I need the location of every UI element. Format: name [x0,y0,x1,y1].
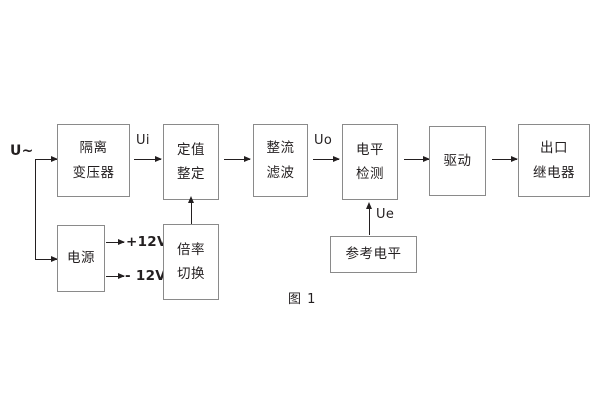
block-setting-value: 定值 整定 [163,124,219,200]
signal-label-uo: Uo [314,133,333,148]
block-output-relay-line1: 出口 [540,140,568,157]
block-setting-value-line2: 整定 [177,166,205,182]
block-setting-value-line1: 定值 [177,141,205,158]
block-output-relay: 出口 继电器 [518,124,590,197]
arrow-rectify-to-level-detect [313,156,340,163]
block-isolation-transformer: 隔离 变压器 [57,124,130,197]
arrow-rail-negative [106,273,125,280]
block-drive: 驱动 [429,126,486,196]
arrow-input-to-isolation-transformer [35,156,58,163]
arrow-reference-level-to-detect [365,202,372,235]
block-power-supply: 电源 [57,225,105,292]
arrow-rail-positive [106,239,125,246]
block-level-detect-line1: 电平 [356,141,384,158]
block-reference-level: 参考电平 [330,236,417,273]
block-rectify-filter-line2: 滤波 [266,164,295,181]
block-ratio-switch-line2: 切换 [177,266,205,282]
block-level-detect: 电平 检测 [342,124,398,200]
rail-label-positive: +12V [126,234,168,250]
block-isolation-transformer-line2: 变压器 [72,164,115,181]
block-drive-line1: 驱动 [443,152,472,169]
block-reference-level-line1: 参考电平 [345,246,402,263]
block-ratio-switch-line1: 倍率 [177,241,205,258]
arrow-level-detect-to-drive [404,156,430,163]
block-level-detect-line2: 检测 [356,166,384,182]
block-rectify-filter-line1: 整流 [266,140,295,157]
signal-label-ue: Ue [376,207,395,222]
block-ratio-switch: 倍率 切换 [163,224,219,300]
block-isolation-transformer-line1: 隔离 [79,140,108,157]
figure-caption: 图 1 [288,292,317,307]
input-bus-riser [35,159,36,259]
signal-label-ui: Ui [136,133,150,148]
input-source-label: U~ [10,143,34,159]
block-rectify-filter: 整流 滤波 [253,124,308,197]
block-power-supply-line1: 电源 [67,250,95,267]
arrow-drive-to-output-relay [492,156,518,163]
rail-label-negative: - 12V [125,268,167,284]
arrow-input-to-power-supply [35,256,58,263]
arrow-setting-to-rectify [224,156,251,163]
arrow-isolation-to-setting [134,156,162,163]
block-output-relay-line2: 继电器 [533,164,575,181]
arrow-ratio-switch-to-setting [187,196,194,224]
